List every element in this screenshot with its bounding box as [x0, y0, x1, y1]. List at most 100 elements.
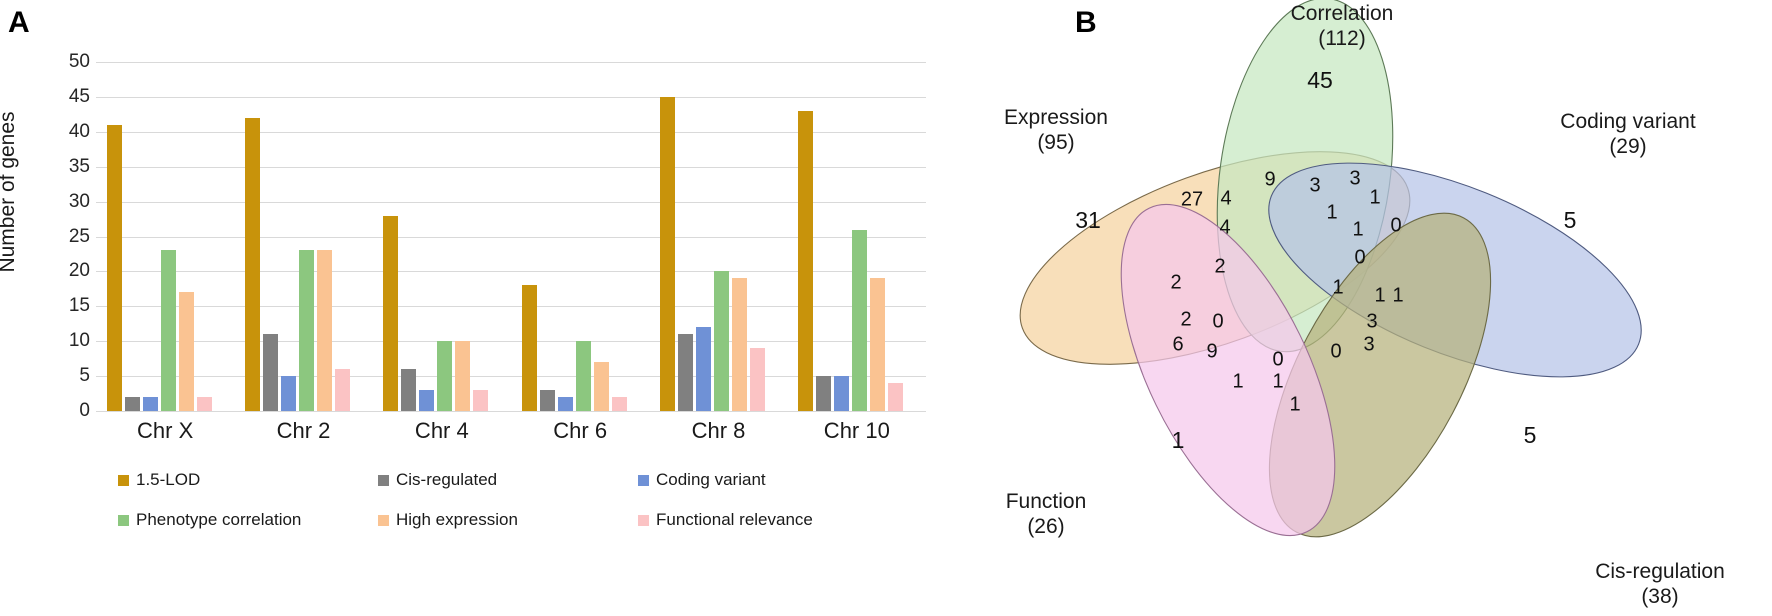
venn-region-count: 0	[1330, 340, 1341, 362]
legend-item[interactable]: Functional relevance	[638, 510, 898, 530]
bar	[419, 390, 435, 411]
venn-region-count: 1	[1232, 370, 1243, 392]
y-tick-label: 40	[68, 120, 90, 142]
bar	[437, 341, 453, 411]
y-tick-label: 50	[68, 51, 90, 72]
x-tick-label: Chr 10	[823, 418, 890, 443]
x-tick-label: Chr 4	[414, 418, 469, 443]
venn-region-count: 0	[1390, 214, 1401, 236]
y-tick-label: 30	[68, 190, 90, 212]
venn-set-label: Expression	[1004, 106, 1108, 129]
venn-region-count: 45	[1307, 67, 1333, 93]
bar-group	[660, 62, 765, 411]
panel-b-letter: B	[1075, 6, 1097, 39]
y-tick-label: 25	[68, 225, 90, 247]
bar	[678, 334, 693, 411]
gridline	[96, 201, 926, 203]
venn-region-count: 27	[1181, 188, 1203, 210]
venn-region-count: 2	[1170, 271, 1181, 293]
bar	[539, 390, 555, 411]
bar	[281, 376, 296, 411]
venn-region-count: 1	[1392, 284, 1403, 306]
bar	[178, 292, 194, 411]
bar	[401, 369, 417, 411]
venn-region-count: 0	[1354, 246, 1365, 268]
venn-region-count: 9	[1206, 340, 1217, 362]
venn-svg: Expression(95)Correlation(112)Coding var…	[1004, 0, 1725, 608]
venn-region-count: 3	[1363, 333, 1374, 355]
venn-region-count: 1	[1326, 201, 1337, 223]
venn-region-count: 1	[1289, 393, 1300, 415]
bar	[521, 285, 537, 411]
gridline	[96, 376, 926, 378]
bar	[299, 250, 314, 411]
y-tick-label: 10	[68, 330, 90, 352]
venn-region-count: 1	[1332, 276, 1343, 298]
venn-region-count: 1	[1272, 370, 1283, 392]
venn-region-count: 5	[1564, 207, 1577, 233]
bar	[732, 278, 747, 411]
plot-area	[96, 62, 926, 411]
venn-ellipses	[1019, 0, 1642, 538]
x-tick-label: Chr 8	[691, 418, 746, 443]
venn-region-count: 9	[1264, 168, 1275, 190]
bar	[870, 278, 886, 411]
venn-region-count: 31	[1075, 207, 1101, 233]
legend-item[interactable]: Coding variant	[638, 470, 898, 490]
legend-label: Phenotype correlation	[136, 510, 302, 529]
bar-group	[798, 62, 904, 411]
legend-item[interactable]: High expression	[378, 510, 638, 530]
venn-region-count: 6	[1172, 333, 1183, 355]
y-tick-label: 20	[68, 260, 90, 282]
y-tick-label: 35	[68, 155, 90, 177]
venn-region-count: 0	[1272, 348, 1283, 370]
bar	[473, 390, 489, 411]
bar	[245, 117, 260, 411]
bar	[593, 362, 609, 411]
venn-region-count: 3	[1349, 167, 1360, 189]
venn-set-total: (95)	[1037, 131, 1074, 154]
bar	[263, 334, 278, 411]
y-tick-label: 15	[68, 295, 90, 317]
gridline	[96, 236, 926, 238]
venn-set-label: Function	[1006, 490, 1087, 513]
venn-region-count: 3	[1366, 310, 1377, 332]
venn-region-count: 0	[1212, 310, 1223, 332]
legend-swatch	[638, 474, 649, 486]
venn-set-labels: Expression(95)Correlation(112)Coding var…	[1004, 2, 1725, 608]
y-tick-label: 5	[79, 365, 90, 387]
legend-item[interactable]: Cis-regulated	[378, 470, 638, 490]
venn-region-count: 4	[1220, 187, 1231, 209]
legend-label: High expression	[396, 510, 518, 529]
legend-swatch	[378, 514, 389, 526]
venn-set-label: Correlation	[1291, 2, 1394, 25]
gridline	[96, 62, 926, 63]
venn-region-count: 1	[1172, 427, 1185, 453]
bar-group	[106, 62, 212, 411]
bar	[888, 383, 904, 411]
x-tick-label: Chr X	[137, 418, 194, 443]
bar	[106, 124, 122, 411]
y-axis-title: Number of genes	[0, 111, 19, 273]
gridline	[96, 166, 926, 168]
venn-set-total: (112)	[1318, 27, 1365, 50]
legend-item[interactable]: 1.5-LOD	[118, 470, 378, 490]
venn-set-label: Cis-regulation	[1595, 560, 1725, 583]
legend-item[interactable]: Phenotype correlation	[118, 510, 378, 530]
venn-set-total: (38)	[1641, 585, 1678, 608]
venn-region-count: 5	[1524, 422, 1537, 448]
bar	[696, 327, 711, 411]
y-tick-label: 0	[79, 400, 90, 421]
y-tick-label: 45	[68, 85, 90, 107]
x-axis-line	[96, 411, 926, 412]
bar	[750, 348, 765, 411]
bar	[317, 250, 332, 411]
venn-region-count: 1	[1369, 186, 1380, 208]
bar	[816, 376, 832, 411]
